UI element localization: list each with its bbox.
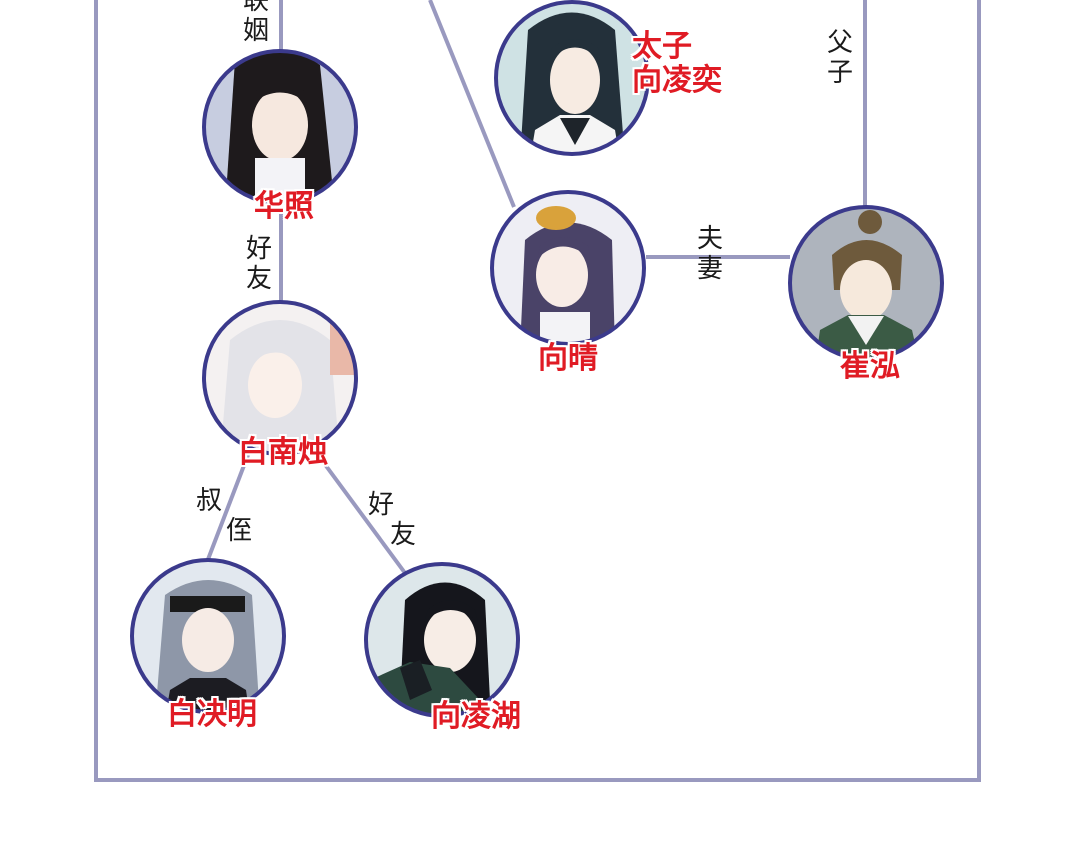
relation-label-friend-1: 好 友 [245, 234, 272, 294]
relation-label-marriage: 联 姻 [242, 0, 269, 46]
name-label-cuihong: 崔泓 [840, 349, 900, 384]
frame-line [94, 0, 981, 782]
relation-label-father-son: 父 子 [826, 28, 853, 88]
portrait-xiangqing [490, 190, 646, 346]
name-label-xianglinghu: 向凌湖 [431, 699, 521, 734]
name-label-huazhao: 华照 [254, 189, 314, 224]
name-label-xiangqing: 向晴 [538, 341, 598, 376]
portrait-baijueming [130, 558, 286, 714]
portrait-bainanzhu [202, 300, 358, 456]
relation-label-uncle-nephew: 叔 侄 [196, 486, 253, 546]
name-label-prince: 太子 向凌奕 [632, 29, 722, 98]
portrait-huazhao [202, 49, 358, 205]
connector-friend-2 [316, 453, 407, 575]
relation-label-friend-2: 好 友 [368, 490, 417, 550]
connector-uncle-nephew [205, 454, 250, 563]
portrait-xianglinghu [364, 562, 520, 718]
name-label-bainanzhu: 白南烛 [238, 435, 328, 470]
relation-label-husband-wife: 夫 妻 [696, 224, 723, 284]
portrait-cuihong [788, 205, 944, 361]
name-label-baijueming: 白决明 [167, 697, 257, 732]
connector-diagonal [428, 0, 516, 208]
portrait-prince [494, 0, 650, 156]
